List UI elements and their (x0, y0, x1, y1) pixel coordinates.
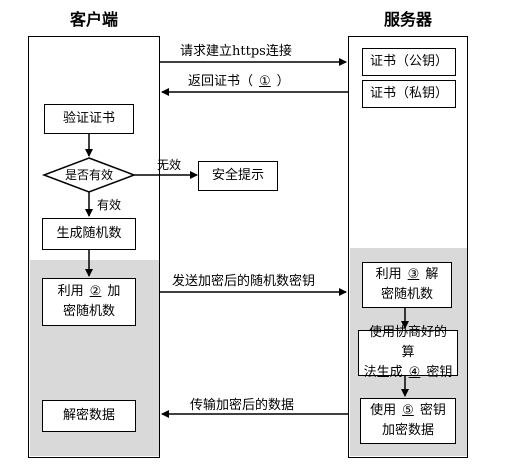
label-return-cert: 返回证书（ ① ） (188, 70, 290, 89)
blank-1: ① (259, 74, 271, 89)
encrypt-suffix: 加 (107, 284, 121, 299)
label-send-random: 发送加密后的随机数密钥 (172, 274, 316, 289)
encrypt-line2: 密随机数 (62, 304, 115, 319)
label-send-data: 传输加密后的数据 (190, 398, 295, 413)
return-prefix: 返回证书（ (188, 74, 254, 89)
cert-private-box: 证书（私钥） (362, 80, 456, 108)
client-title: 客户端 (69, 10, 118, 29)
use-prefix: 使用 (370, 403, 397, 418)
use-line2: 加密数据 (381, 423, 434, 438)
negotiate-prefix: 法生成 (363, 365, 403, 380)
use-key-box: 使用 ⑤ 密钥 加密数据 (360, 398, 456, 444)
decision-label: 是否有效 (64, 168, 113, 182)
verify-cert-box: 验证证书 (44, 104, 134, 134)
negotiate-key-box: 使用协商好的算 法生成 ④ 密钥 (358, 325, 458, 380)
blank-4: ④ (408, 365, 421, 380)
label-valid: 有效 (97, 198, 122, 212)
gen-random-box: 生成随机数 (42, 218, 136, 250)
use-suffix: 密钥 (419, 403, 446, 418)
negotiate-line1: 使用协商好的算 (368, 325, 447, 360)
decrypt-suffix: 解 (425, 267, 439, 282)
negotiate-suffix: 密钥 (426, 365, 453, 380)
decrypt-data-box: 解密数据 (42, 400, 136, 432)
blank-2: ② (89, 284, 102, 299)
encrypt-prefix: 利用 (57, 284, 84, 299)
blank-5: ⑤ (402, 403, 414, 418)
decrypt-prefix: 利用 (375, 267, 402, 282)
label-request: 请求建立https连接 (180, 44, 292, 59)
security-alert-box: 安全提示 (198, 161, 278, 191)
decrypt-line2: 密随机数 (380, 287, 433, 302)
return-suffix: ） (276, 74, 290, 89)
cert-public-box: 证书（公钥） (362, 48, 456, 76)
label-invalid: 无效 (157, 158, 182, 172)
blank-3: ③ (407, 267, 420, 282)
server-title: 服务器 (383, 10, 432, 29)
